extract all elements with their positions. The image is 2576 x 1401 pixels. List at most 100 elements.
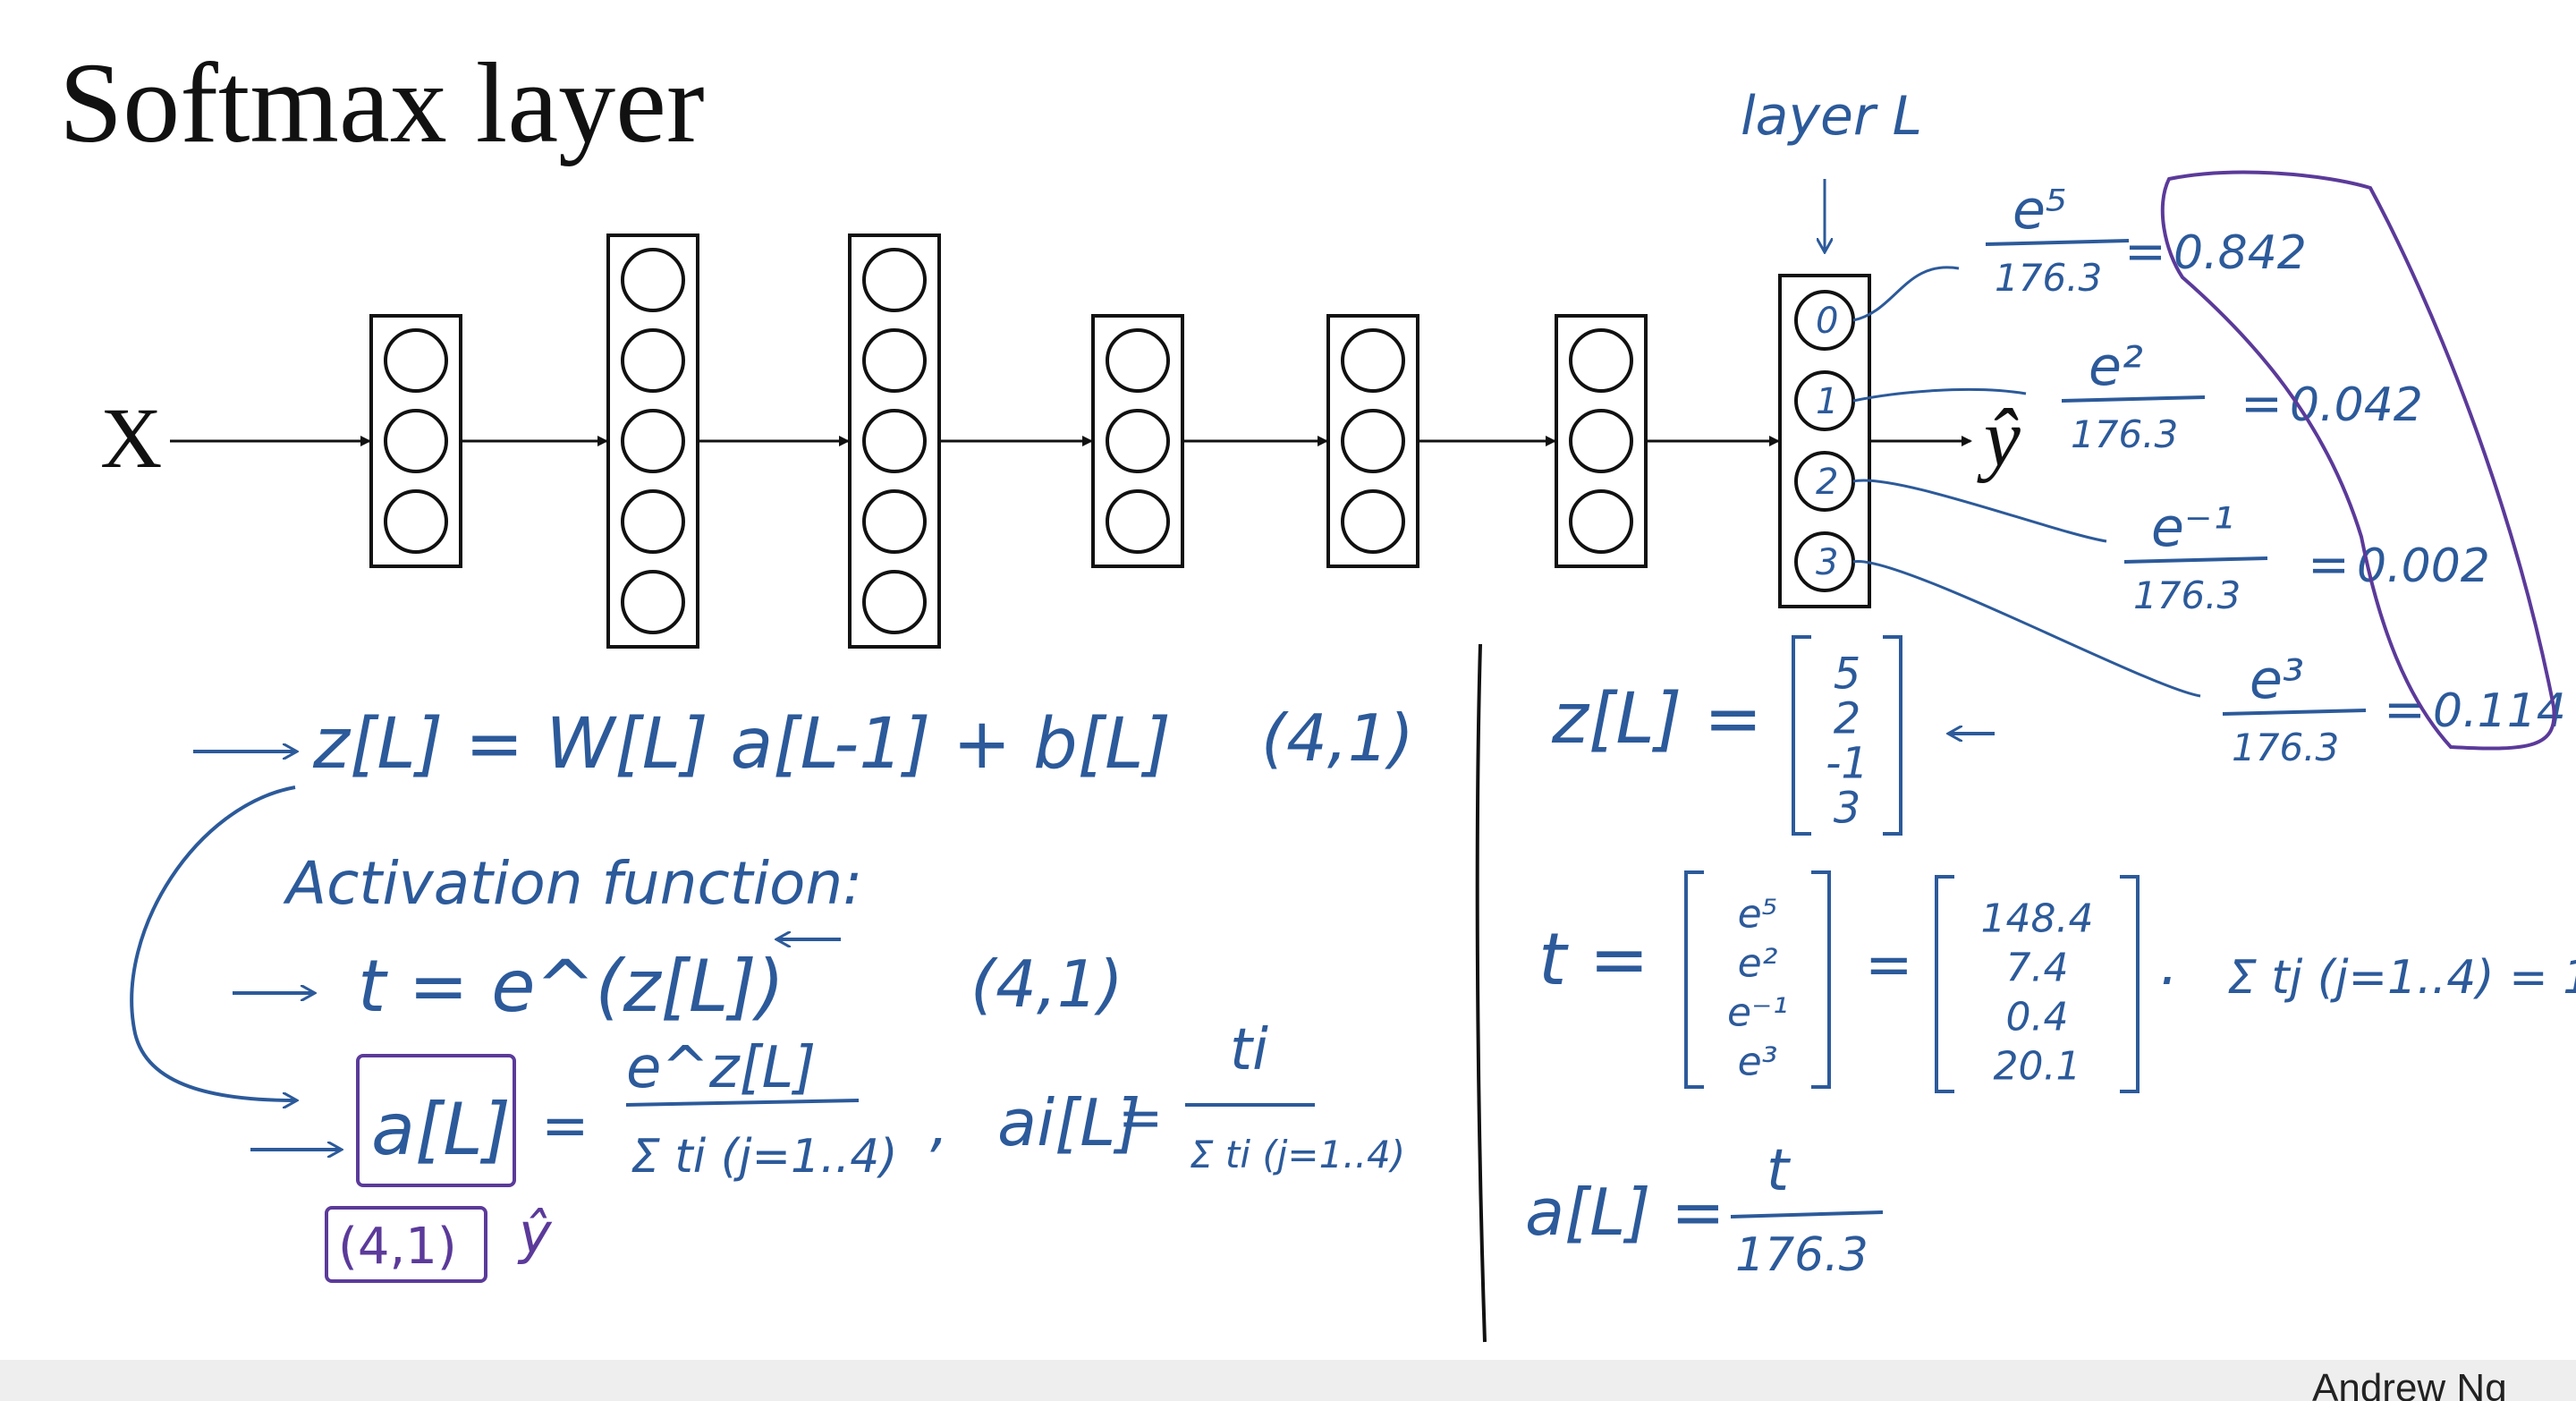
ai-numerator: ti bbox=[1230, 1017, 1268, 1083]
footer-bar bbox=[0, 1360, 2576, 1401]
sum-expression: Σ tj (j=1..4) = 176.3 bbox=[2227, 951, 2576, 1005]
softmax-probability: 0.842 bbox=[2174, 226, 2307, 280]
t-equals-sign: = bbox=[1865, 932, 1913, 998]
layer-annotation: layer L bbox=[1741, 85, 1922, 148]
neuron bbox=[862, 248, 927, 312]
a-highlight-box bbox=[356, 1054, 516, 1187]
softmax-fraction-bar bbox=[1985, 239, 2130, 246]
a-yhat: ŷ bbox=[517, 1201, 553, 1266]
a-lhs: a[L] bbox=[371, 1088, 511, 1171]
a-shape-box bbox=[325, 1206, 487, 1283]
neuron bbox=[1341, 409, 1405, 473]
output-connector bbox=[1852, 479, 2107, 543]
vector-entry: e⁻¹ bbox=[1727, 989, 1788, 1035]
neuron bbox=[862, 570, 927, 634]
softmax-fraction-bar bbox=[2222, 709, 2367, 716]
z-equation: z[L] = W[L] a[L-1] + b[L] bbox=[312, 704, 1171, 785]
input-label: X bbox=[100, 390, 162, 486]
output-connector bbox=[1852, 387, 2027, 403]
neuron bbox=[621, 328, 685, 393]
vector-entry: 2 bbox=[1834, 694, 1861, 744]
vector-entry: -1 bbox=[1826, 739, 1868, 789]
neuron bbox=[862, 489, 927, 554]
a-rhs-numerator: e^z[L] bbox=[626, 1035, 816, 1101]
z-shape: (4,1) bbox=[1261, 700, 1414, 776]
softmax-denominator: 176.3 bbox=[1995, 256, 2102, 300]
softmax-equals: = bbox=[2308, 536, 2350, 594]
neuron bbox=[621, 489, 685, 554]
output-unit-label: 3 bbox=[1816, 542, 1838, 583]
vector-entry: 3 bbox=[1834, 784, 1861, 834]
softmax-fraction-bar bbox=[2061, 395, 2206, 403]
t-lhs: t = bbox=[1538, 918, 1649, 1001]
a-right-fraction-bar bbox=[1730, 1210, 1884, 1218]
activation-heading: Activation function: bbox=[283, 849, 862, 918]
neuron bbox=[1106, 489, 1170, 554]
output-connector bbox=[1852, 266, 1960, 322]
vector-entry: 0.4 bbox=[2006, 994, 2069, 1040]
neuron bbox=[621, 570, 685, 634]
output-connector bbox=[1852, 560, 2201, 698]
vector-bracket-left bbox=[1684, 870, 1704, 1089]
left-notes: z[L] = W[L] a[L-1] + b[L] (4,1) Activati… bbox=[130, 700, 1414, 1283]
curved-flow-arrow bbox=[130, 785, 295, 1100]
softmax-equals: = bbox=[2124, 223, 2166, 281]
probability-highlight-loop bbox=[2160, 170, 2556, 751]
vector-entry: 5 bbox=[1834, 650, 1861, 700]
softmax-numerator: e² bbox=[2089, 335, 2143, 398]
equals-sign-2: = bbox=[1118, 1087, 1163, 1150]
a-right-lhs: a[L] = bbox=[1525, 1175, 1725, 1250]
neuron bbox=[621, 409, 685, 473]
neuron bbox=[384, 409, 448, 473]
output-unit-label: 2 bbox=[1816, 462, 1838, 503]
t-shape: (4,1) bbox=[970, 947, 1123, 1022]
softmax-denominator: 176.3 bbox=[2232, 726, 2339, 769]
vector-entry: e² bbox=[1738, 940, 1778, 986]
comma: , bbox=[930, 1093, 948, 1159]
a-rhs-denominator: Σ ti (j=1..4) bbox=[631, 1130, 898, 1184]
softmax-numerator: e⁵ bbox=[2012, 179, 2067, 242]
section-divider bbox=[1475, 643, 1487, 1343]
softmax-equals: = bbox=[2241, 375, 2283, 433]
slide-title: Softmax layer bbox=[59, 39, 705, 166]
vector-bracket-right bbox=[1883, 635, 1902, 836]
a-fraction-bar bbox=[625, 1099, 860, 1107]
neuron bbox=[1341, 489, 1405, 554]
softmax-denominator: 176.3 bbox=[2133, 573, 2241, 617]
vector-entry: 20.1 bbox=[1994, 1043, 2081, 1089]
softmax-probability: 0.002 bbox=[2357, 539, 2490, 593]
softmax-output-annotations: e⁵176.3=0.842e²176.3=0.042e⁻¹176.3=0.002… bbox=[1852, 179, 2566, 769]
vector-bracket-right bbox=[1811, 870, 1831, 1089]
neuron bbox=[384, 489, 448, 554]
vector-bracket-right bbox=[2120, 875, 2140, 1093]
neuron bbox=[621, 248, 685, 312]
softmax-fraction-bar bbox=[2123, 556, 2268, 564]
softmax-numerator: e³ bbox=[2250, 649, 2304, 711]
softmax-probability: 0.114 bbox=[2433, 684, 2566, 738]
neuron bbox=[1569, 489, 1633, 554]
neuron bbox=[862, 328, 927, 393]
output-unit-label: 0 bbox=[1816, 301, 1838, 342]
neuron bbox=[1106, 409, 1170, 473]
softmax-numerator: e⁻¹ bbox=[2151, 497, 2234, 559]
vector-entry: 7.4 bbox=[2006, 945, 2069, 990]
z-vector: 52-13 bbox=[1792, 635, 1902, 836]
a-right-denominator: 176.3 bbox=[1735, 1228, 1868, 1282]
t-equation: t = e^(z[L]) bbox=[358, 945, 784, 1028]
softmax-denominator: 176.3 bbox=[2071, 412, 2178, 456]
ai-lhs: ai[L] bbox=[997, 1085, 1140, 1160]
vector-entry: e³ bbox=[1738, 1039, 1778, 1084]
t-numeric-vector: 148.47.40.420.1 bbox=[1935, 875, 2140, 1093]
output-label: ŷ bbox=[1977, 392, 2021, 483]
vector-bracket-left bbox=[1935, 875, 1954, 1093]
vector-entry: 148.4 bbox=[1981, 896, 2094, 941]
equals-sign: = bbox=[541, 1093, 589, 1159]
neuron bbox=[1569, 328, 1633, 393]
a-shape: (4,1) bbox=[338, 1218, 457, 1276]
neuron bbox=[1106, 328, 1170, 393]
neuron bbox=[1341, 328, 1405, 393]
softmax-equals: = bbox=[2384, 681, 2426, 739]
